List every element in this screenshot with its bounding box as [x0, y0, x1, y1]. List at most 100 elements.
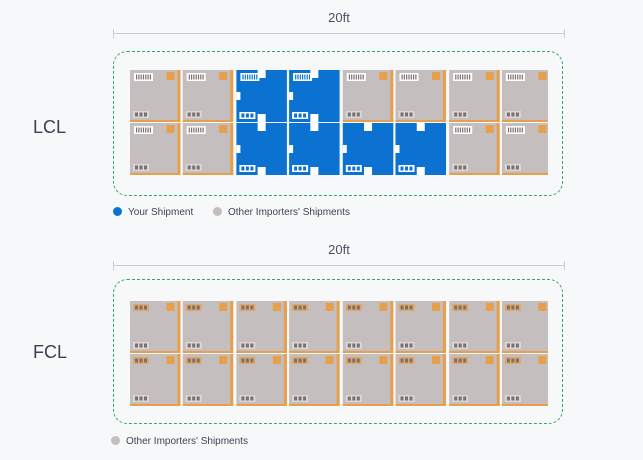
handling-symbols-icon — [185, 342, 202, 349]
other-shipment-box — [130, 301, 181, 353]
other-shipment-box — [449, 301, 500, 353]
package-tape-icon — [538, 125, 547, 133]
your-shipment-box — [289, 123, 340, 175]
legend-dot-gray — [213, 207, 222, 216]
lcl-container-outline — [113, 51, 563, 196]
package-tape-icon — [538, 303, 547, 311]
handling-symbols-icon — [452, 111, 469, 118]
other-shipment-box — [130, 123, 181, 175]
handling-symbols-icon — [185, 395, 202, 402]
handling-symbols-icon — [504, 342, 521, 349]
handling-symbols-icon — [345, 357, 362, 364]
handling-symbols-icon — [452, 357, 469, 364]
handling-symbols-icon — [185, 304, 202, 311]
lcl-cargo-graphic — [130, 70, 548, 175]
other-shipment-box — [342, 70, 394, 122]
other-shipment-box — [395, 70, 446, 122]
handling-symbols-icon — [239, 165, 256, 172]
fcl-mode-label: FCL — [33, 342, 68, 362]
handling-symbols-icon — [345, 395, 362, 402]
other-shipment-box — [182, 354, 234, 406]
handling-symbols-icon — [239, 395, 256, 402]
handling-symbols-icon — [345, 165, 362, 172]
barcode-label-icon — [134, 126, 153, 134]
package-tape-icon — [219, 72, 228, 80]
other-shipment-box — [289, 354, 340, 406]
handling-symbols-icon — [398, 165, 415, 172]
other-shipment-box — [501, 123, 548, 175]
barcode-label-icon — [399, 73, 419, 81]
package-tape-icon — [166, 356, 175, 364]
your-shipment-box — [395, 123, 446, 175]
handling-symbols-icon — [239, 342, 256, 349]
other-shipment-box — [182, 123, 234, 175]
other-shipment-box — [501, 301, 548, 353]
handling-symbols-icon — [185, 357, 202, 364]
package-tape-icon — [166, 125, 175, 133]
other-shipment-box — [449, 70, 500, 122]
barcode-label-icon — [186, 73, 206, 81]
package-tape-icon — [379, 303, 388, 311]
package-tape-icon — [325, 303, 334, 311]
handling-symbols-icon — [133, 164, 149, 171]
package-tape-icon — [272, 303, 281, 311]
other-shipment-box — [182, 70, 234, 122]
other-shipment-box — [342, 354, 394, 406]
handling-symbols-icon — [133, 395, 149, 402]
other-shipment-box — [289, 301, 340, 353]
package-tape-icon — [432, 356, 440, 364]
handling-symbols-icon — [185, 111, 202, 118]
handling-symbols-icon — [504, 357, 521, 364]
other-shipment-box — [449, 123, 500, 175]
barcode-label-icon — [453, 73, 473, 81]
package-tape-icon — [272, 356, 281, 364]
handling-symbols-icon — [504, 111, 521, 118]
other-shipment-box — [395, 301, 446, 353]
other-shipment-box — [182, 301, 234, 353]
your-shipment-box — [236, 123, 287, 175]
other-shipment-box — [130, 354, 181, 406]
other-shipment-box — [501, 354, 548, 406]
handling-symbols-icon — [133, 342, 149, 349]
fcl-dimension-line — [113, 261, 565, 270]
barcode-label-icon — [293, 73, 313, 81]
package-tape-icon — [538, 356, 547, 364]
handling-symbols-icon — [345, 111, 362, 118]
handling-symbols-icon — [292, 395, 309, 402]
package-tape-icon — [485, 303, 494, 311]
barcode-label-icon — [505, 126, 525, 134]
legend-dot-gray-fcl — [111, 436, 120, 445]
legend-other-importers-fcl: Other Importers' Shipments — [111, 436, 248, 447]
other-shipment-box — [236, 301, 287, 353]
barcode-label-icon — [240, 73, 260, 81]
handling-symbols-icon — [452, 342, 469, 349]
legend-other-importers-fcl-label: Other Importers' Shipments — [126, 436, 248, 447]
package-tape-icon — [432, 303, 440, 311]
handling-symbols-icon — [452, 395, 469, 402]
lcl-dimension-label: 20ft — [328, 10, 350, 25]
package-tape-icon — [485, 72, 494, 80]
package-tape-icon — [166, 303, 175, 311]
package-tape-icon — [325, 356, 334, 364]
your-shipment-box — [342, 123, 394, 175]
barcode-label-icon — [453, 126, 473, 134]
legend-your-shipment-label: Your Shipment — [128, 207, 194, 218]
fcl-cargo-graphic — [130, 301, 548, 406]
package-tape-icon — [379, 72, 388, 80]
barcode-label-icon — [134, 73, 153, 81]
package-tape-icon — [485, 356, 494, 364]
handling-symbols-icon — [292, 342, 309, 349]
package-tape-icon — [219, 125, 228, 133]
package-tape-icon — [219, 356, 228, 364]
handling-symbols-icon — [345, 304, 362, 311]
handling-symbols-icon — [345, 342, 362, 349]
other-shipment-box — [342, 301, 394, 353]
package-tape-icon — [166, 72, 175, 80]
package-tape-icon — [432, 72, 440, 80]
other-shipment-box — [395, 354, 446, 406]
handling-symbols-icon — [292, 112, 309, 119]
handling-symbols-icon — [452, 304, 469, 311]
barcode-label-icon — [346, 73, 366, 81]
fcl-container-outline — [113, 279, 563, 424]
handling-symbols-icon — [292, 357, 309, 364]
